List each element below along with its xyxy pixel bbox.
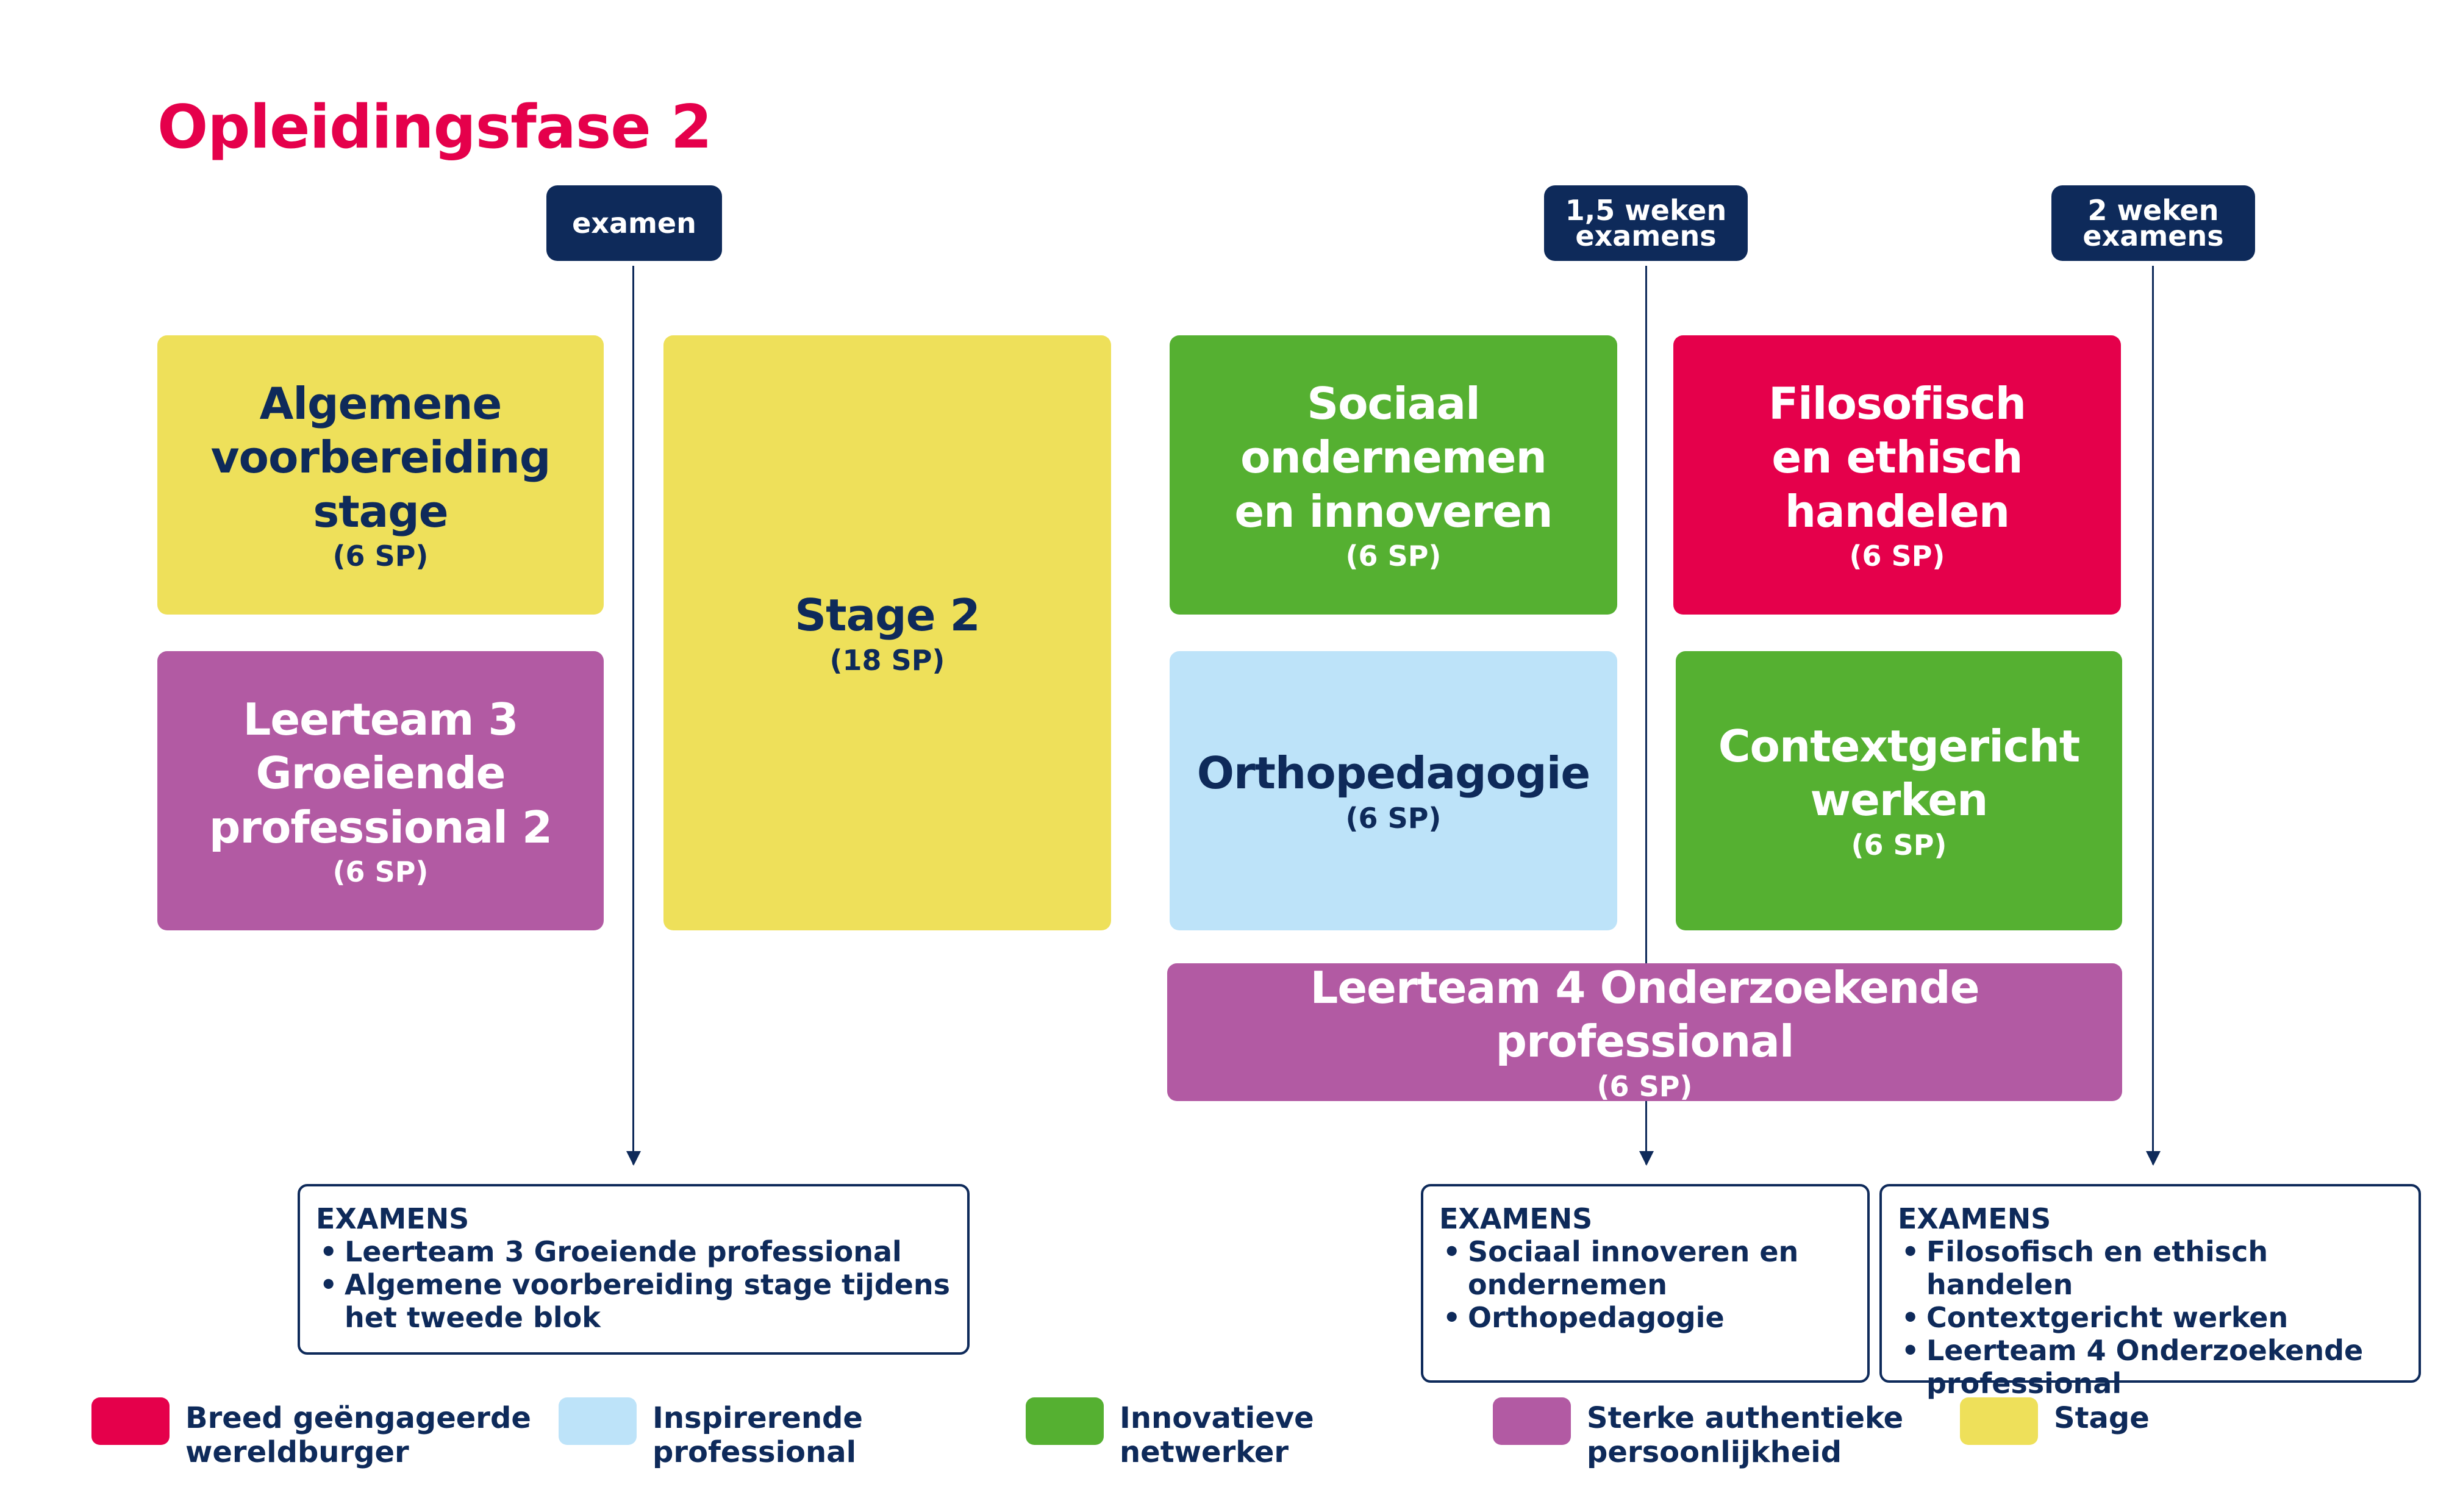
legend-swatch-purple	[1493, 1397, 1571, 1445]
exam-heading: EXAMENS	[316, 1202, 470, 1235]
module-credits: (18 SP)	[829, 643, 945, 677]
module-title: professional 2	[209, 801, 552, 853]
exam-item: Leerteam 3 Groeiende professional	[316, 1235, 951, 1268]
module-credits: (6 SP)	[332, 855, 429, 889]
module-title: Filosofisch	[1768, 377, 2026, 429]
module-credits: (6 SP)	[1345, 801, 1442, 835]
module-title: Leerteam 4 Onderzoekende professional	[1310, 961, 1979, 1068]
module-credits: (6 SP)	[1851, 828, 1947, 861]
module-title: Stage 2	[795, 590, 980, 641]
page-title: Opleidingsfase 2	[157, 93, 712, 162]
exam-box-3: EXAMENS Filosofisch en ethisch handelen …	[1879, 1184, 2421, 1400]
module-leerteam-4: Leerteam 4 Onderzoekende professional (6…	[1167, 961, 2122, 1103]
legend-swatch-green	[1026, 1397, 1104, 1445]
legend-swatch-red	[91, 1397, 170, 1445]
exam-item: Orthopedagogie	[1439, 1301, 1851, 1334]
module-leerteam-3: Leerteam 3 Groeiende professional 2 (6 S…	[157, 651, 604, 930]
module-credits: (6 SP)	[1345, 540, 1442, 573]
module-filosofisch-ethisch-handelen: Filosofisch en ethisch handelen (6 SP)	[1673, 335, 2121, 615]
module-title: Orthopedagogie	[1196, 747, 1590, 799]
legend-swatch-yellow	[1960, 1397, 2038, 1445]
exam-heading: EXAMENS	[1898, 1202, 2051, 1235]
exam-heading: EXAMENS	[1439, 1202, 1593, 1235]
module-title: Groeiende	[256, 747, 506, 799]
timeline-line	[1645, 266, 1647, 1164]
marker-label: examens	[2083, 219, 2224, 252]
module-title: Sociaal ondernemen	[1240, 377, 1547, 483]
timeline-line	[2152, 266, 2154, 1164]
module-title: Contextgericht	[1718, 720, 2081, 772]
exam-box-2: EXAMENS Sociaal innoveren en ondernemen …	[1421, 1184, 1870, 1383]
legend-swatch-lightblue	[559, 1397, 637, 1445]
timeline-line	[632, 266, 634, 1164]
module-orthopedagogie: Orthopedagogie (6 SP)	[1170, 651, 1617, 930]
arrow-down-icon	[1639, 1151, 1654, 1166]
exam-item: Sociaal innoveren en ondernemen	[1439, 1235, 1851, 1301]
module-title: Algemene	[259, 377, 502, 429]
exam-item: Leerteam 4 Onderzoekende professional	[1898, 1334, 2403, 1400]
module-sociaal-ondernemen: Sociaal ondernemen en innoveren (6 SP)	[1170, 335, 1617, 615]
module-title: handelen	[1784, 485, 2010, 537]
exam-item: Filosofisch en ethisch handelen	[1898, 1235, 2403, 1301]
marker-1-5-weken-examens: 1,5 weken examens	[1544, 185, 1748, 261]
arrow-down-icon	[626, 1151, 641, 1166]
exam-box-1: EXAMENS Leerteam 3 Groeiende professiona…	[298, 1184, 970, 1355]
module-title: stage	[313, 485, 448, 537]
marker-label: examen	[572, 206, 696, 240]
module-title: werken	[1810, 774, 1989, 826]
module-title: voorbereiding	[210, 432, 551, 483]
marker-examen: examen	[546, 185, 722, 261]
exam-item: Algemene voorbereiding stage tijdens het…	[316, 1268, 951, 1334]
module-credits: (6 SP)	[332, 540, 429, 573]
legend-label: Stage	[2054, 1401, 2150, 1435]
module-title: Leerteam 3	[243, 693, 518, 745]
module-credits: (6 SP)	[1596, 1069, 1693, 1103]
exam-item: Contextgericht werken	[1898, 1301, 2403, 1334]
module-contextgericht-werken: Contextgericht werken (6 SP)	[1676, 651, 2122, 930]
module-stage-2: Stage 2 (18 SP)	[663, 335, 1111, 930]
marker-label: examens	[1575, 219, 1717, 252]
module-credits: (6 SP)	[1849, 540, 1945, 573]
marker-label: 2 weken	[2087, 193, 2219, 227]
arrow-down-icon	[2146, 1151, 2161, 1166]
marker-label: 1,5 weken	[1565, 193, 1727, 227]
marker-2-weken-examens: 2 weken examens	[2051, 185, 2255, 261]
module-title: en ethisch	[1772, 432, 2023, 483]
module-title: en innoveren	[1234, 485, 1553, 537]
module-algemene-voorbereiding-stage: Algemene voorbereiding stage (6 SP)	[157, 335, 604, 615]
